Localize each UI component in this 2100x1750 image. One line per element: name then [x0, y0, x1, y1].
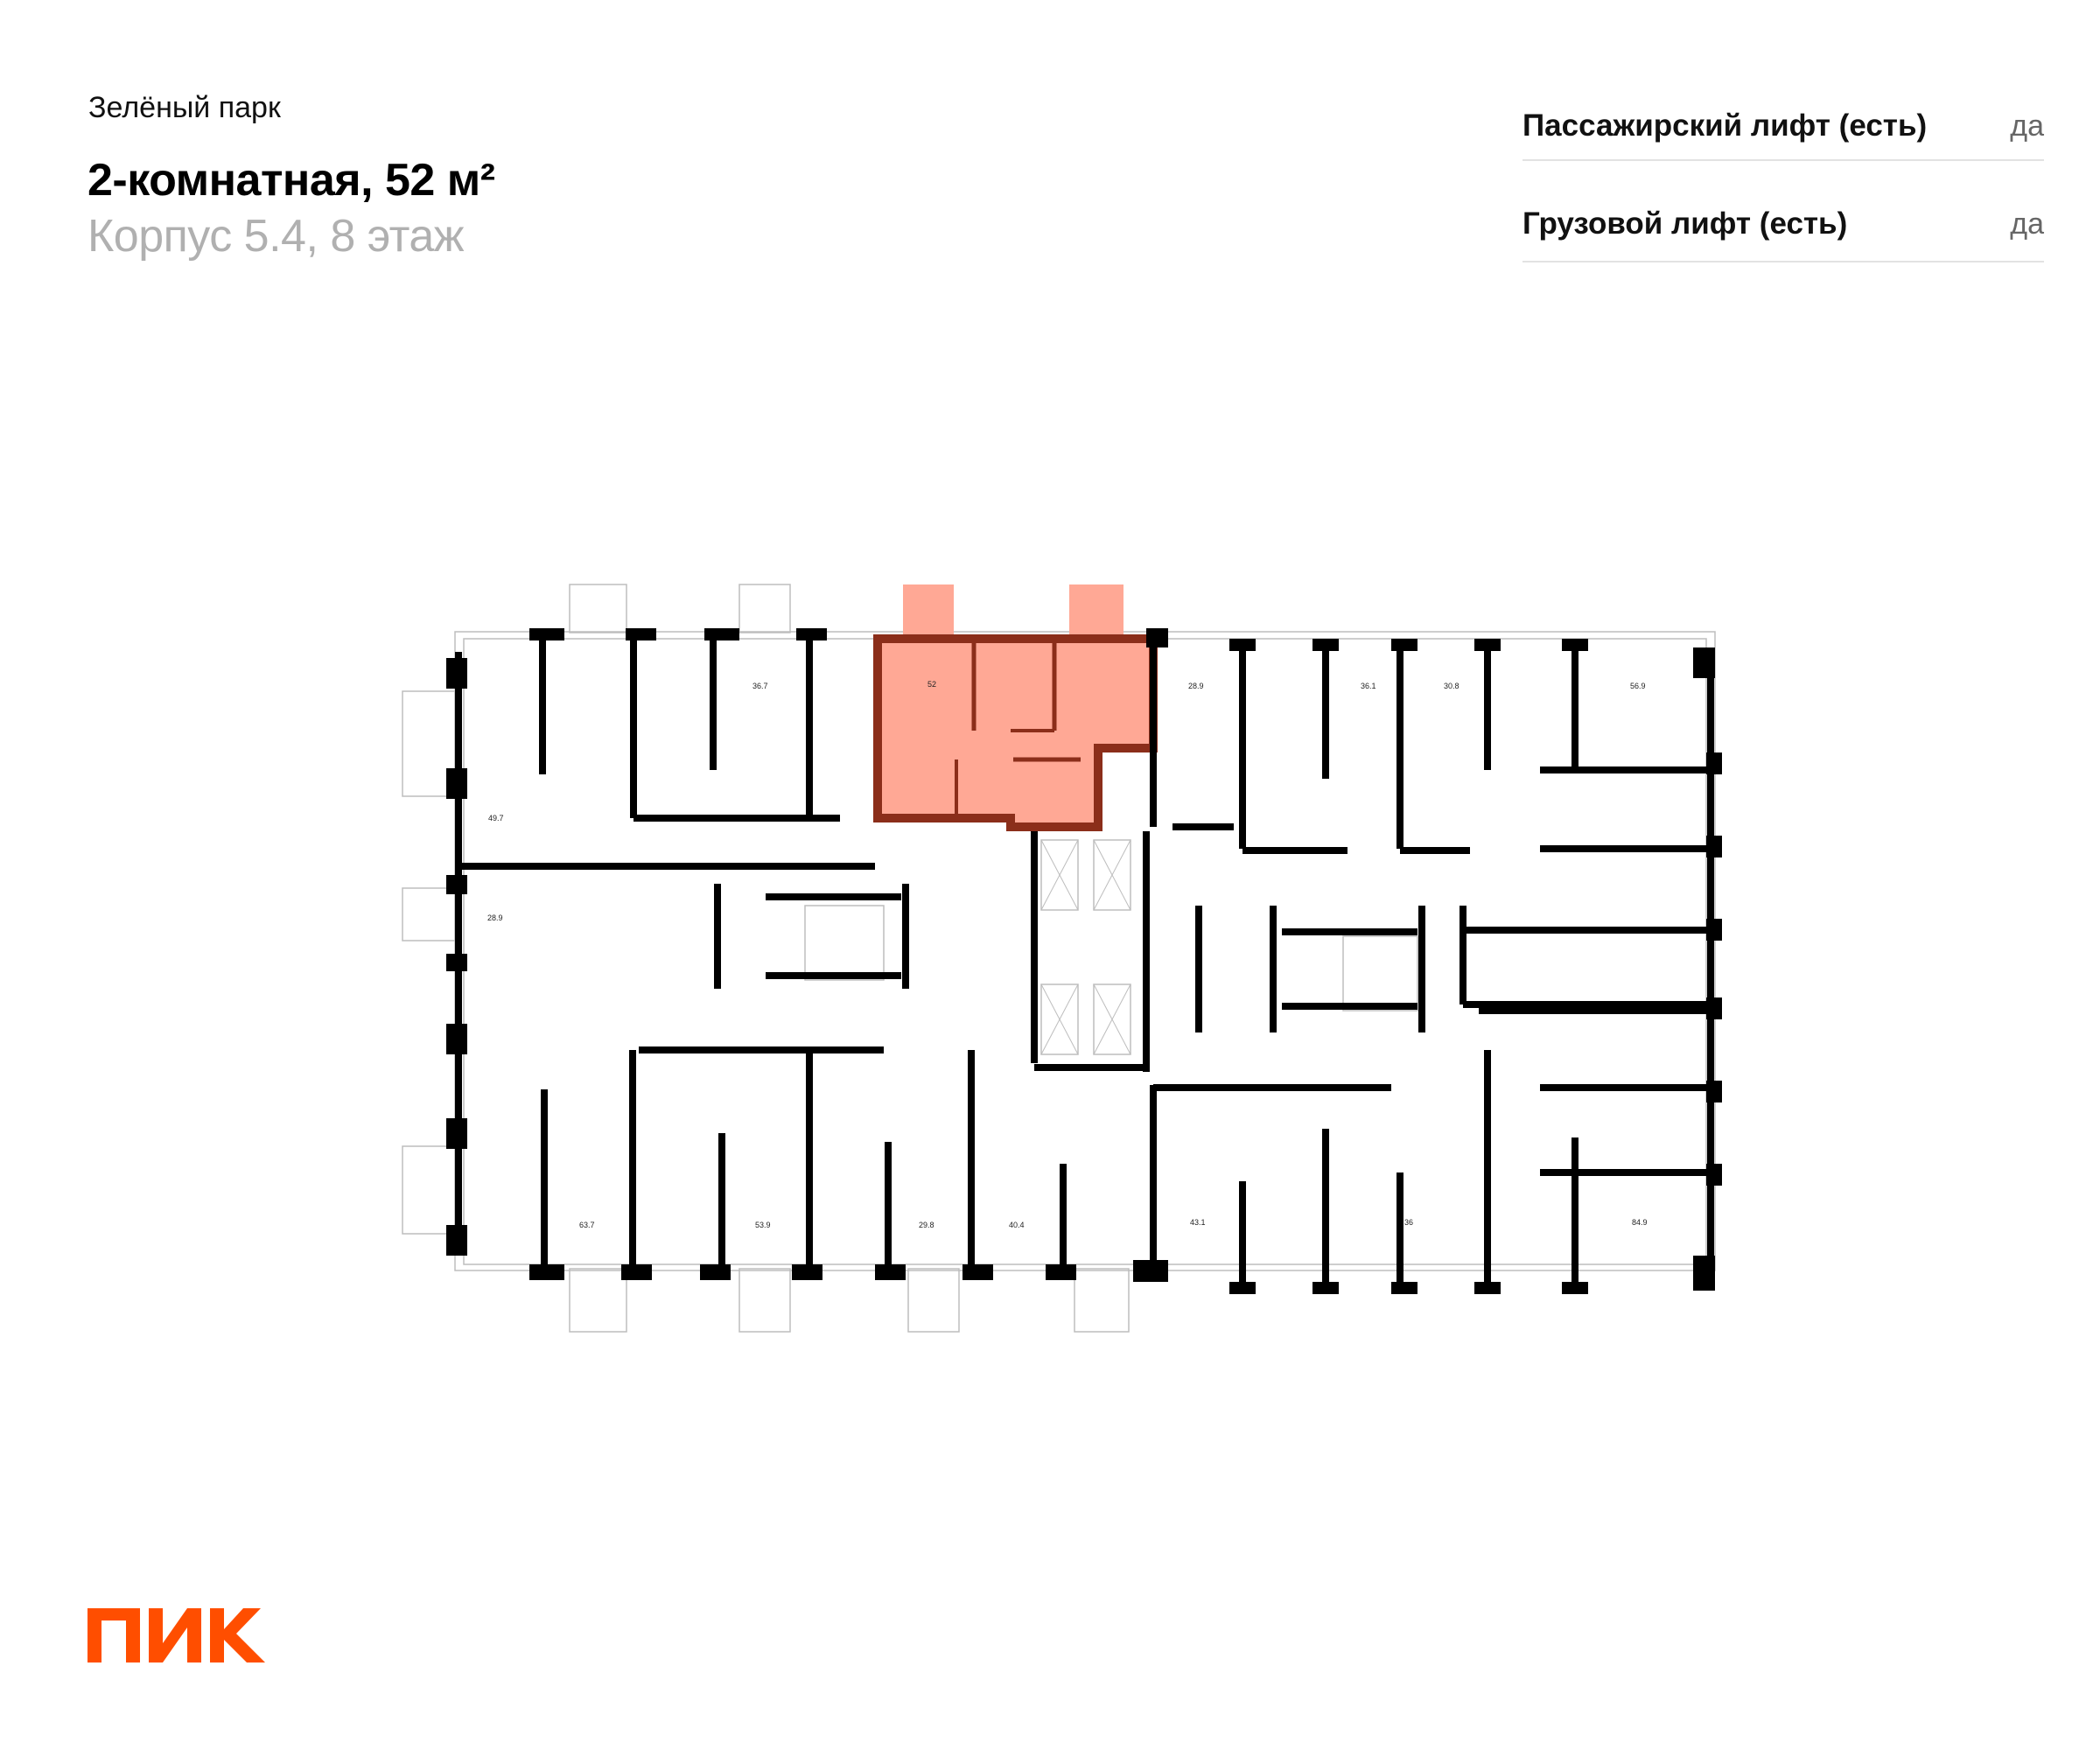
svg-text:28.9: 28.9 [487, 914, 503, 922]
svg-text:56.9: 56.9 [1630, 682, 1646, 690]
svg-text:36.1: 36.1 [1361, 682, 1376, 690]
pik-logo-icon [88, 1608, 265, 1662]
svg-text:36: 36 [1404, 1218, 1413, 1227]
spec-passenger-lift: Пассажирский лифт (есть) да [1522, 84, 2044, 161]
svg-text:63.7: 63.7 [579, 1221, 595, 1229]
selected-apartment[interactable] [873, 584, 1158, 831]
project-name: Зелёный парк [88, 91, 281, 124]
svg-text:43.1: 43.1 [1190, 1218, 1206, 1227]
svg-text:84.9: 84.9 [1632, 1218, 1648, 1227]
spec-value: да [2010, 108, 2044, 143]
svg-text:29.8: 29.8 [919, 1221, 934, 1229]
spec-label: Грузовой лифт (есть) [1522, 206, 1848, 241]
floor-plan: 52 49.7 36.7 28.9 36.1 30.8 56.9 28.9 63… [385, 569, 1750, 1356]
spec-label: Пассажирский лифт (есть) [1522, 108, 1928, 143]
pik-logo[interactable] [88, 1608, 270, 1662]
area-label-selected: 52 [928, 680, 936, 689]
svg-text:30.8: 30.8 [1444, 682, 1460, 690]
spec-freight-lift: Грузовой лифт (есть) да [1522, 161, 2044, 262]
svg-text:28.9: 28.9 [1188, 682, 1204, 690]
svg-text:53.9: 53.9 [755, 1221, 771, 1229]
svg-text:40.4: 40.4 [1009, 1221, 1025, 1229]
apartment-title: 2-комнатная, 52 м² [88, 155, 495, 206]
spec-value: да [2010, 206, 2044, 241]
svg-text:36.7: 36.7 [752, 682, 768, 690]
building-floor: Корпус 5.4, 8 этаж [88, 211, 465, 262]
svg-text:49.7: 49.7 [488, 814, 504, 822]
specs-list: Пассажирский лифт (есть) да Грузовой лиф… [1522, 84, 2044, 262]
